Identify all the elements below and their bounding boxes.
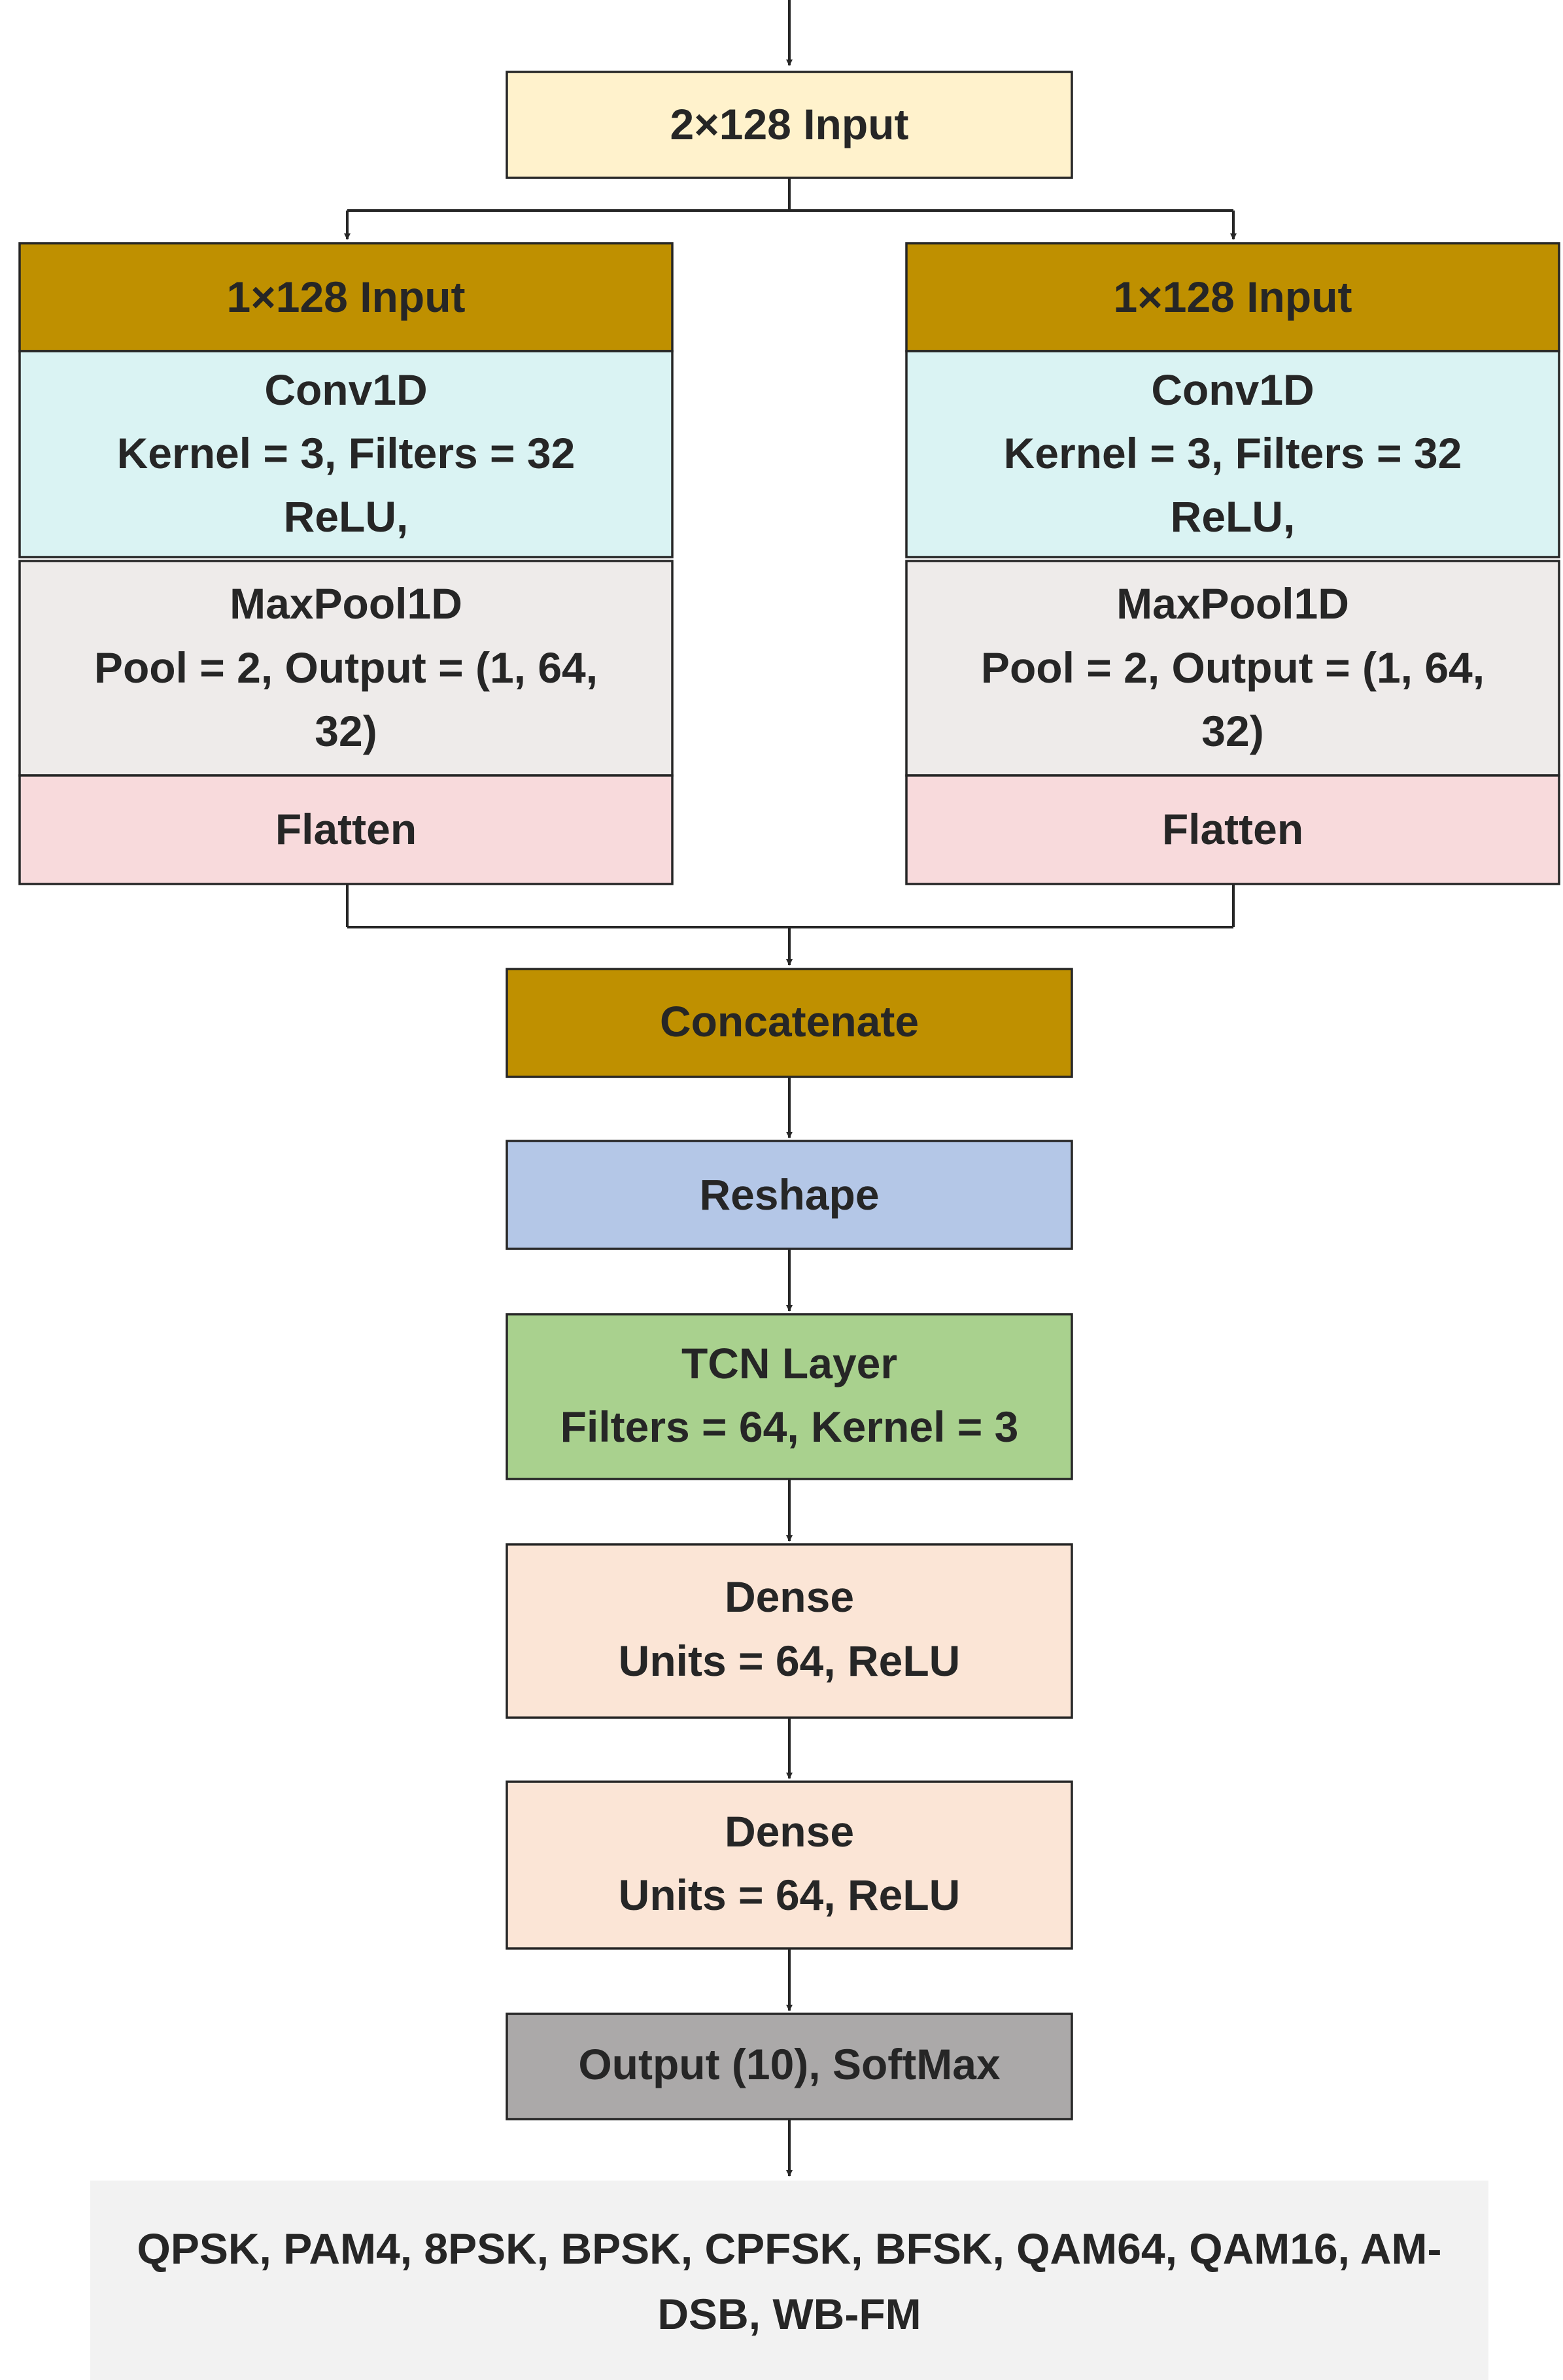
dense1-box bbox=[506, 1543, 1073, 1719]
branch-right-flatten-box bbox=[905, 774, 1560, 885]
concatenate-block: Concatenate bbox=[506, 968, 1073, 1078]
branch-left-conv-box bbox=[18, 350, 674, 558]
classes-line-1: QPSK, PAM4, 8PSK, BPSK, CPFSK, BFSK, QAM… bbox=[137, 2224, 1442, 2273]
tcn-block: TCN Layer Filters = 64, Kernel = 3 bbox=[506, 1313, 1073, 1480]
dense1-params: Units = 64, ReLU bbox=[619, 1637, 961, 1685]
branch-left-conv-params: Kernel = 3, Filters = 32 bbox=[117, 429, 575, 477]
branch-right-pool-params: Pool = 2, Output = (1, 64, bbox=[981, 643, 1485, 692]
branch-right-conv-title: Conv1D bbox=[1151, 366, 1314, 414]
branch-left-pool-title: MaxPool1D bbox=[230, 579, 462, 628]
branch-left-conv-activation: ReLU, bbox=[284, 492, 409, 541]
branch-right-pool-box bbox=[905, 560, 1560, 777]
branch-right-flatten-label: Flatten bbox=[1162, 805, 1303, 853]
input-block: 2×128 Input bbox=[506, 71, 1073, 179]
branch-right-conv-box bbox=[905, 350, 1560, 558]
concatenate-label: Concatenate bbox=[660, 997, 919, 1046]
connectors bbox=[344, 0, 1237, 2177]
branch-right-pool-params-cont: 32) bbox=[1201, 707, 1263, 755]
input-label: 2×128 Input bbox=[670, 100, 909, 148]
branch-right-pool-title: MaxPool1D bbox=[1116, 579, 1349, 628]
dense2-params: Units = 64, ReLU bbox=[619, 1871, 961, 1919]
branch-left-flatten-label: Flatten bbox=[275, 805, 417, 853]
tcn-title: TCN Layer bbox=[681, 1339, 897, 1387]
reshape-block: Reshape bbox=[506, 1140, 1073, 1250]
dense2-block: Dense Units = 64, ReLU bbox=[506, 1780, 1073, 1950]
branch-left-pool-params: Pool = 2, Output = (1, 64, bbox=[94, 643, 598, 692]
branch-left-flatten-box bbox=[18, 774, 674, 885]
branch-left-pool-box bbox=[18, 560, 674, 777]
dense2-title: Dense bbox=[725, 1807, 854, 1856]
tcn-params: Filters = 64, Kernel = 3 bbox=[560, 1402, 1019, 1451]
classes-block: QPSK, PAM4, 8PSK, BPSK, CPFSK, BFSK, QAM… bbox=[90, 2181, 1488, 2380]
branch-left-input-box bbox=[18, 242, 674, 352]
branch-left-pool-params-cont: 32) bbox=[315, 707, 377, 755]
branch-left-conv-title: Conv1D bbox=[264, 366, 427, 414]
concatenate-box bbox=[506, 968, 1073, 1078]
reshape-box bbox=[506, 1140, 1073, 1250]
reshape-label: Reshape bbox=[699, 1170, 879, 1219]
classes-line-2: DSB, WB-FM bbox=[657, 2290, 921, 2338]
output-block: Output (10), SoftMax bbox=[506, 2013, 1073, 2120]
dense2-box bbox=[506, 1780, 1073, 1950]
output-label: Output (10), SoftMax bbox=[578, 2040, 1001, 2088]
branch-right-conv-activation: ReLU, bbox=[1171, 492, 1296, 541]
tcn-box bbox=[506, 1313, 1073, 1480]
branch-right-input-label: 1×128 Input bbox=[1114, 273, 1352, 321]
output-box bbox=[506, 2013, 1073, 2120]
branch-left-input-label: 1×128 Input bbox=[227, 273, 466, 321]
dense1-block: Dense Units = 64, ReLU bbox=[506, 1543, 1073, 1719]
classes-background bbox=[90, 2181, 1488, 2380]
dense1-title: Dense bbox=[725, 1572, 854, 1621]
branch-right-conv-params: Kernel = 3, Filters = 32 bbox=[1004, 429, 1462, 477]
branch-left: 1×128 Input Conv1D Kernel = 3, Filters =… bbox=[18, 242, 674, 885]
branch-right: 1×128 Input Conv1D Kernel = 3, Filters =… bbox=[905, 242, 1560, 885]
input-box bbox=[506, 71, 1073, 179]
